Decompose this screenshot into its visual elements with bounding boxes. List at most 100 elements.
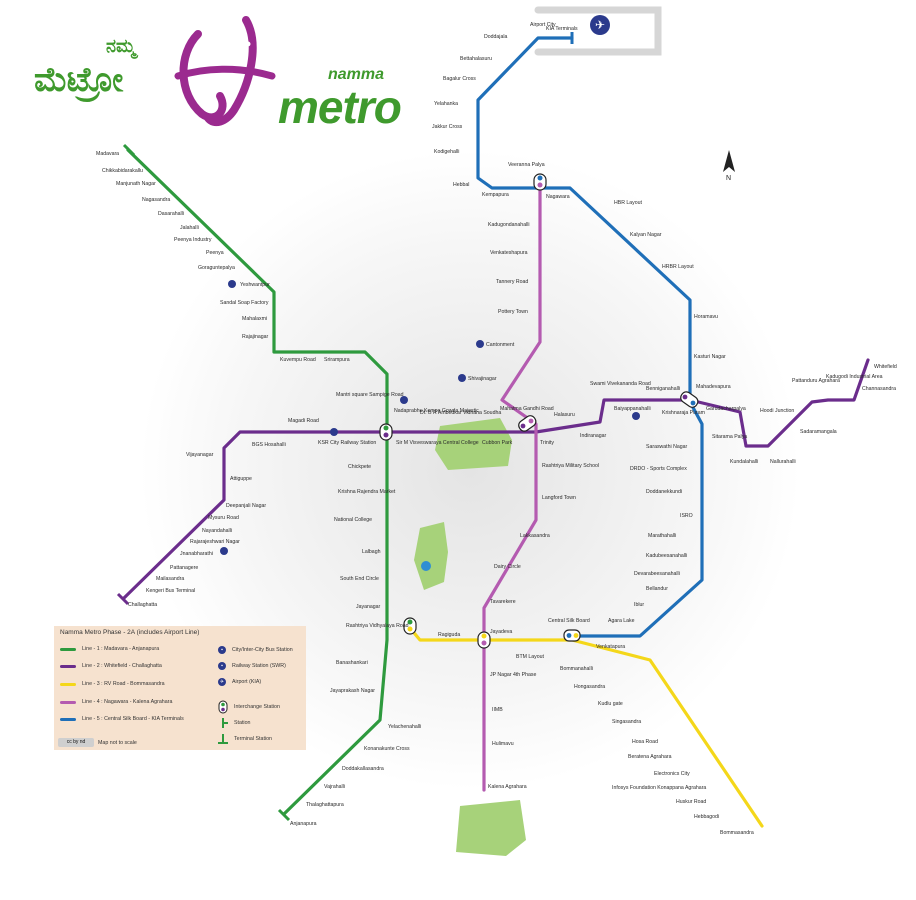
station-huskur-road: Huskur Road [676,799,706,805]
station-hongasandra: Hongasandra [574,684,605,690]
station-infosys: Infosys Foundation Konappana Agrahara [612,785,706,791]
station-kadubeesanahalli: Kadubeesanahalli [646,553,687,559]
legend-station: Station [218,718,251,728]
line-1-anjanapura-terminal [277,808,291,822]
station-kadugondanahalli: Kadugondanahalli [488,222,530,228]
station-indiranagar: Indiranagar [580,433,607,439]
airport-road [534,6,662,56]
legend-line-5-swatch [60,717,76,721]
legend-line-2-swatch [60,664,76,668]
line-1-green [126,148,389,816]
station-goraguntepalya: Goraguntepalya [198,265,235,271]
station-konanakunte-cross: Konanakunte Cross [364,746,410,752]
station-madavara: Madavara [96,151,119,157]
terminal-icon [218,734,228,744]
legend-bus-station: ▪ City/Inter-City Bus Station [218,646,293,654]
station-hulimavu: Hulimavu [492,741,514,747]
logo-kannada-small: ನಮ್ಮ [106,36,136,57]
station-kalena-agrahara: Kalena Agrahara [488,784,527,790]
legend-line-2: Line - 2 : Whitefield - Challaghatta [60,663,162,669]
station-langford-town: Langford Town [542,495,576,501]
railway-station-icon [220,280,640,555]
station-saraswathi-nagar: Saraswathi Nagar [646,444,688,450]
station-benniganahalli: Benniganahalli [646,386,680,392]
legend-line-3: Line - 3 : RV Road - Bommasandra [60,681,165,687]
interchange-silk-board [563,629,581,642]
station-national-college: National College [334,517,372,523]
station-ksr-city: KSR City Railway Station [318,440,376,446]
legend-station-label: Station [234,720,251,726]
station-lakkasandra: Lakkasandra [520,533,550,539]
station-isro: ISRO [680,513,693,519]
station-kasturi-nagar: Kasturi Nagar [694,354,726,360]
station-bettahalasuru: Bettahalasuru [460,56,492,62]
interchange-rv-road [403,617,417,635]
station-central-silk-board: Central Silk Board [548,618,590,624]
legend-line-3-label: Line - 3 : RV Road - Bommasandra [82,681,165,687]
station-kengeri-bus-terminal: Kengeri Bus Terminal [146,588,195,594]
interchange-majestic [379,423,393,441]
station-kr-puram: Krishnaraja Puram [662,410,705,416]
legend-line-4-swatch [60,700,76,704]
station-trinity: Trinity [540,440,554,446]
airport-icon: ✈ [590,15,610,35]
legend-line-4-label: Line - 4 : Nagawara - Kalena Agrahara [82,699,173,705]
station-majestic: Nadaprabhu Kempe Gowda Majestic [394,408,479,414]
station-rajarajeshwari-nagar: Rajarajeshwari Nagar [190,539,240,545]
station-banashankari: Banashankari [336,660,368,666]
lalbagh-park-area [414,522,448,590]
station-hbr-layout: HBR Layout [614,200,643,206]
station-mahalaxmi: Mahalaxmi [242,316,267,322]
station-pattanagere: Pattanagere [170,565,198,571]
legend-line-2-label: Line - 2 : Whitefield - Challaghatta [82,663,162,669]
station-hebbal: Hebbal [453,182,469,188]
station-peenya: Peenya [206,250,224,256]
legend-airport: ✈ Airport (KIA) [218,678,261,686]
station-labels: Airport City KIA Terminals Doddajala Bet… [96,22,897,836]
logo-kannada-big: ಮೆಟ್ರೋ [34,60,123,100]
station-mg-road: Mahatma Gandhi Road [500,406,554,412]
station-kalyan-nagar: Kalyan Nagar [630,232,662,238]
station-hrbr-layout: HRBR Layout [662,264,694,270]
legend-panel: Namma Metro Phase - 2A (includes Airport… [54,626,306,750]
station-lalbagh: Lalbagh [362,549,381,555]
station-vijayanagar: Vijayanagar [186,452,214,458]
line-4-pink [482,180,542,792]
station-mahadevapura: Mahadevapura [696,384,731,390]
station-kudlu-gate: Kudlu gate [598,701,623,707]
station-jp-nagar: Jayaprakash Nagar [330,688,375,694]
station-jp-nagar-4th: JP Nagar 4th Phase [490,672,536,678]
station-marathahalli: Marathahalli [648,533,676,539]
station-kempapura: Kempapura [482,192,509,198]
station-kr-market: Krishna Rajendra Market [338,489,396,495]
station-drdo: DRDO - Sports Complex [630,466,687,472]
station-singasandra: Singasandra [612,719,641,725]
legend-terminal: Terminal Station [218,734,272,744]
legend-bus-station-label: City/Inter-City Bus Station [232,647,293,653]
station-channasandra: Channasandra [862,386,896,392]
station-jayanagar: Jayanagar [356,604,380,610]
station-kadugodi: Kadugodi Industrial Area [826,374,883,380]
station-shivajinagar: Shivajinagar [468,376,497,382]
station-venkateshapura: Venkateshapura [490,250,528,256]
station-agara-lake: Agara Lake [608,618,635,624]
station-hebbagodi: Hebbagodi [694,814,719,820]
bus-station-icon [400,374,466,404]
station-bgs-hosahalli: BGS Hosahalli [252,442,286,448]
legend-line-3-swatch [60,682,76,686]
north-label: N [726,175,732,182]
station-deepanjali-nagar: Deepanjali Nagar [226,503,266,509]
legend-railway-station-label: Railway Station (SWR) [232,663,286,669]
station-garudacharpalya: Garudacharpalya [706,406,746,412]
station-dairy-circle: Dairy Circle [494,564,521,570]
station-kundalahalli: Kundalahalli [730,459,758,465]
interchange-nagawara [533,173,547,191]
station-hoodi-junction: Hoodi Junction [760,408,794,414]
station-nagasandra: Nagasandra [142,197,170,203]
legend-terminal-label: Terminal Station [234,736,272,742]
station-tannery-road: Tannery Road [496,279,528,285]
logo-english-small: namma [328,66,385,83]
station-chikkabidarakallu: Chikkabidarakallu [102,168,143,174]
logo-swirl-icon [174,16,276,127]
